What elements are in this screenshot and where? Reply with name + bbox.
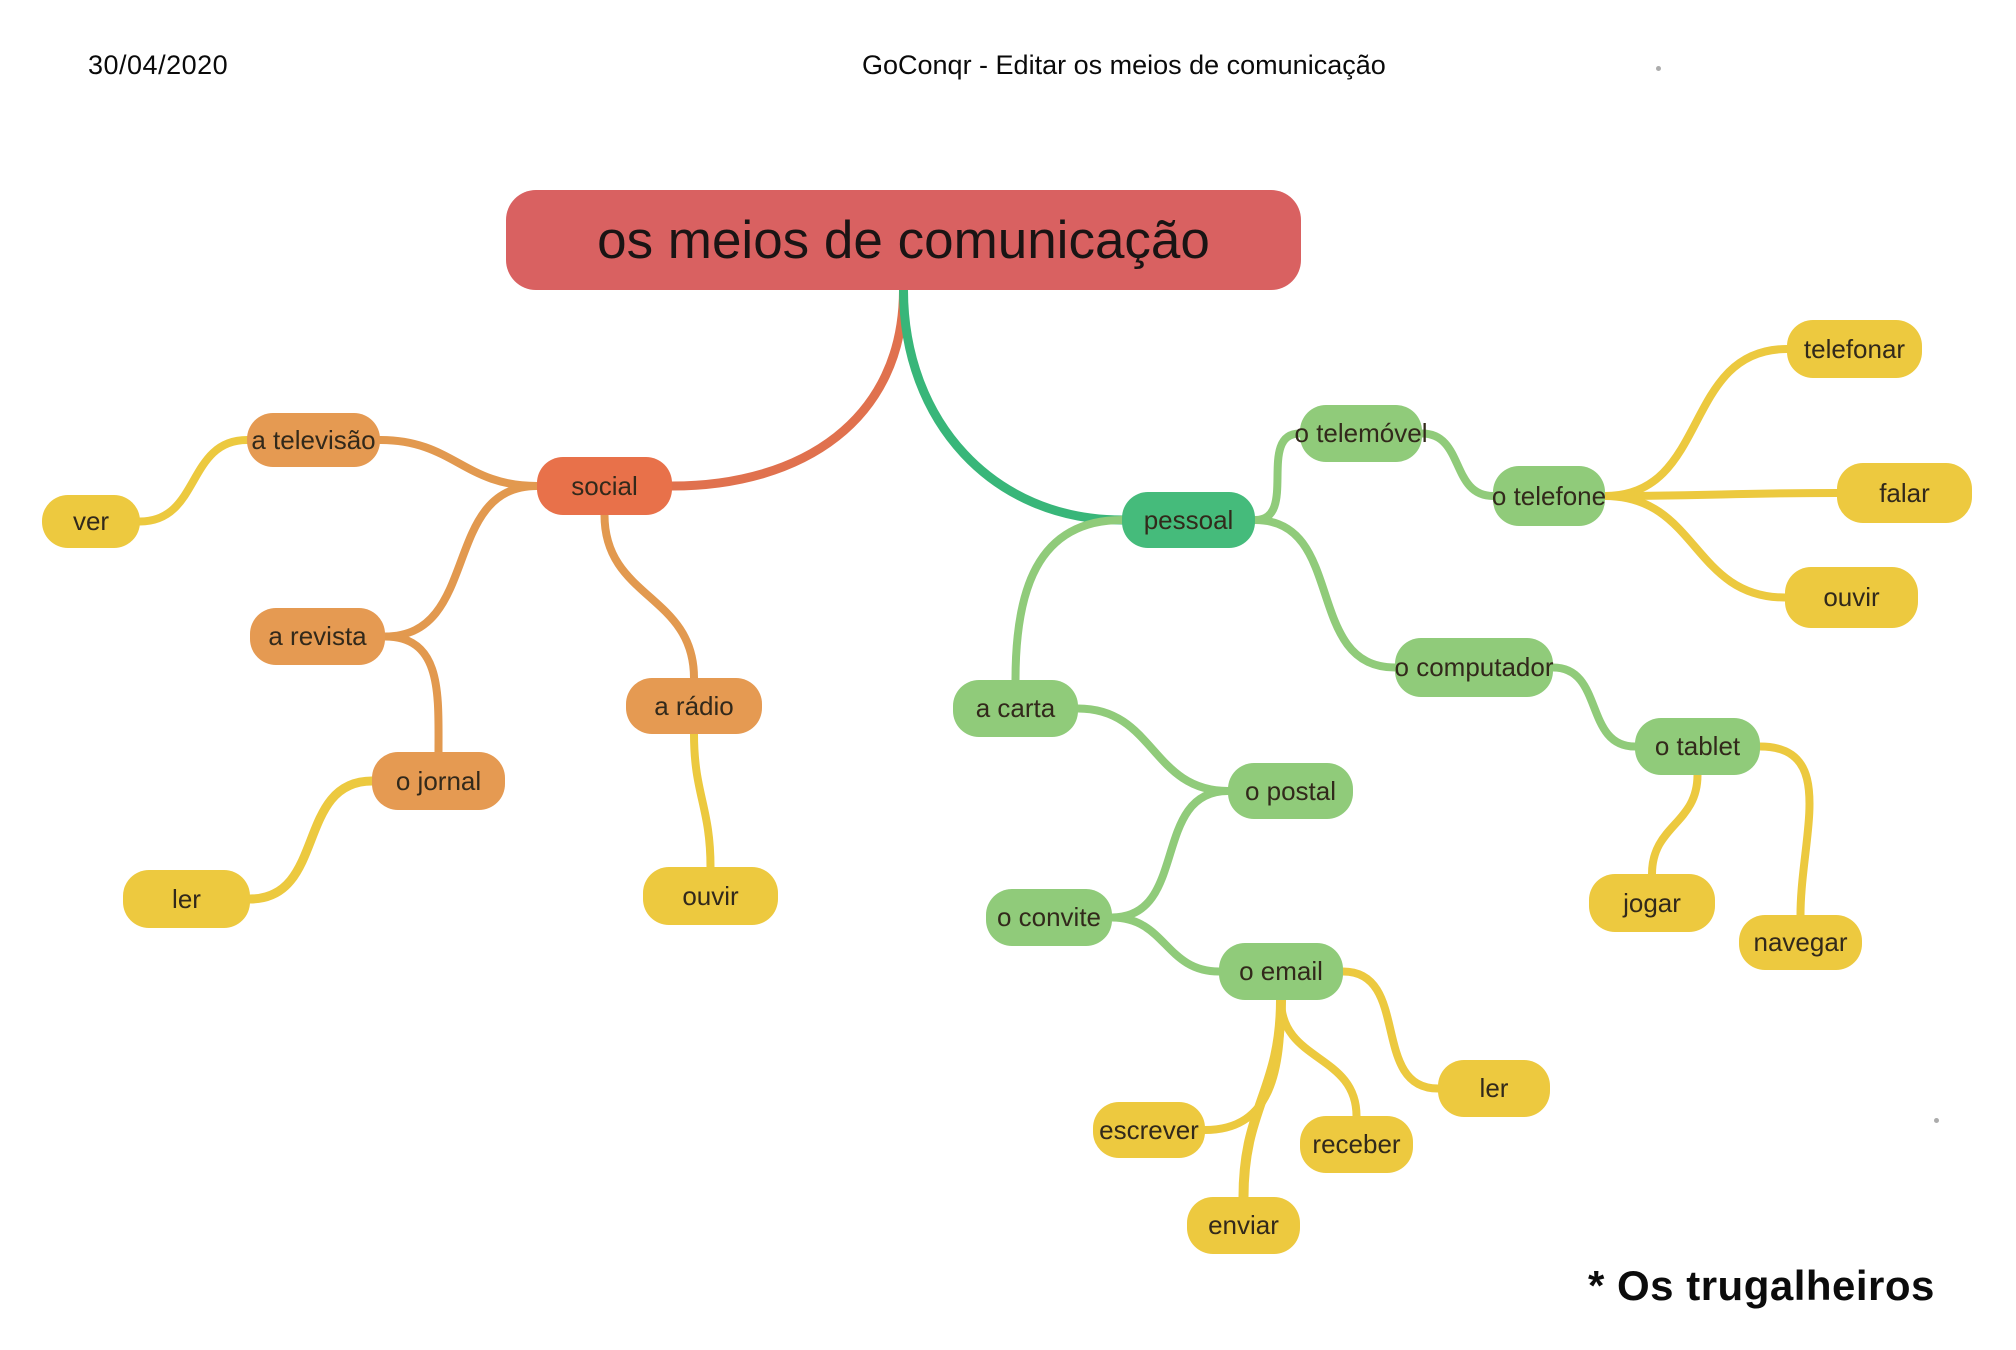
node-label: jogar xyxy=(1623,887,1681,918)
edge-social--a-revista xyxy=(381,482,541,641)
node-label: escrever xyxy=(1099,1114,1199,1145)
node-a-revista[interactable]: a revista xyxy=(250,608,385,665)
edge-pessoal--a-carta xyxy=(1011,516,1126,684)
node-a-televisao[interactable]: a televisão xyxy=(247,413,380,467)
node-receber[interactable]: receber xyxy=(1300,1116,1413,1173)
node-pessoal[interactable]: pessoal xyxy=(1122,492,1255,548)
node-o-computador[interactable]: o computador xyxy=(1394,638,1554,697)
edge-social--a-radio xyxy=(600,511,698,682)
node-label: o postal xyxy=(1244,775,1337,806)
node-label: o tablet xyxy=(1654,731,1741,761)
node-label: ver xyxy=(72,506,110,536)
stray-dot xyxy=(1656,66,1661,71)
node-o-convite[interactable]: o convite xyxy=(986,889,1112,946)
node-escrever[interactable]: escrever xyxy=(1093,1102,1205,1158)
node-label: os meios de comunicação xyxy=(597,210,1210,270)
node-jogar[interactable]: jogar xyxy=(1589,874,1715,932)
node-label: o email xyxy=(1239,956,1323,986)
edge-root--social xyxy=(667,285,908,491)
node-label: falar xyxy=(1879,477,1930,508)
node-label: enviar xyxy=(1208,1210,1279,1240)
node-root[interactable]: os meios de comunicação xyxy=(506,190,1301,290)
node-label: o convite xyxy=(996,902,1102,932)
node-navegar[interactable]: navegar xyxy=(1739,915,1862,970)
node-label: o telefone xyxy=(1491,480,1607,511)
node-label: ouvir xyxy=(1823,582,1880,612)
edge-o-jornal--ler-social xyxy=(245,776,377,904)
edge-o-postal--o-convite xyxy=(1108,787,1232,922)
edge-o-tablet--navegar xyxy=(1756,742,1814,919)
node-label: a rádio xyxy=(654,690,734,721)
edge-a-radio--ouvir-social xyxy=(690,730,715,871)
stray-dot xyxy=(1934,1118,1939,1123)
node-label: o computador xyxy=(1394,652,1554,682)
edge-o-email--enviar xyxy=(1238,995,1286,1202)
node-label: receber xyxy=(1312,1129,1401,1159)
node-label: ler xyxy=(1479,1073,1509,1103)
edge-a-televisao--ver xyxy=(136,436,251,526)
edge-o-telefone--telefonar xyxy=(1601,345,1791,500)
node-a-radio[interactable]: a rádio xyxy=(626,678,762,734)
node-falar[interactable]: falar xyxy=(1837,463,1972,523)
node-label: social xyxy=(571,470,638,501)
node-label: ler xyxy=(172,883,201,914)
node-ler-email[interactable]: ler xyxy=(1438,1060,1550,1117)
node-enviar[interactable]: enviar xyxy=(1187,1197,1300,1254)
print-header-date: 30/04/2020 xyxy=(88,50,229,80)
node-ver[interactable]: ver xyxy=(42,495,140,548)
edge-o-computador--o-tablet xyxy=(1549,663,1639,751)
edge-o-telemovel--o-telefone xyxy=(1418,429,1497,500)
edge-social--a-televisao xyxy=(376,436,541,490)
edge-o-convite--o-email xyxy=(1108,913,1223,976)
node-a-carta[interactable]: a carta xyxy=(953,680,1078,737)
print-header-title: GoConqr - Editar os meios de comunicação xyxy=(862,50,1386,80)
node-label: a revista xyxy=(268,621,367,651)
credit-text: * Os trugalheiros xyxy=(1588,1262,1935,1309)
edge-o-email--ler-email xyxy=(1339,967,1442,1093)
node-label: o jornal xyxy=(395,765,482,796)
node-telefonar[interactable]: telefonar xyxy=(1787,320,1922,378)
edge-o-email--receber xyxy=(1277,996,1361,1120)
node-ouvir-telefone[interactable]: ouvir xyxy=(1785,567,1918,628)
node-o-telemovel[interactable]: o telemóvel xyxy=(1295,405,1427,462)
node-label: telefonar xyxy=(1803,333,1906,364)
edge-root--pessoal xyxy=(899,285,1127,525)
edge-pessoal--o-computador xyxy=(1251,516,1399,672)
edge-o-tablet--jogar xyxy=(1648,771,1702,878)
node-o-tablet[interactable]: o tablet xyxy=(1635,718,1760,775)
node-social[interactable]: social xyxy=(537,457,672,515)
node-label: pessoal xyxy=(1143,504,1234,535)
node-o-postal[interactable]: o postal xyxy=(1228,763,1353,819)
node-o-jornal[interactable]: o jornal xyxy=(372,752,505,810)
node-label: ouvir xyxy=(682,880,739,911)
node-label: a televisão xyxy=(251,424,376,455)
node-o-email[interactable]: o email xyxy=(1219,943,1343,1000)
edge-o-telefone--ouvir-telefone xyxy=(1601,492,1789,602)
edge-pessoal--o-telemovel xyxy=(1251,429,1304,524)
edge-a-revista--o-jornal xyxy=(381,632,443,756)
edge-o-telefone--falar xyxy=(1601,489,1841,500)
edge-a-carta--o-postal xyxy=(1074,704,1232,795)
node-ouvir-social[interactable]: ouvir xyxy=(643,867,778,925)
node-label: navegar xyxy=(1753,927,1848,957)
node-label: o telemóvel xyxy=(1294,418,1428,448)
node-o-telefone[interactable]: o telefone xyxy=(1491,466,1607,526)
node-label: a carta xyxy=(975,693,1056,723)
node-ler-social[interactable]: ler xyxy=(123,870,250,928)
